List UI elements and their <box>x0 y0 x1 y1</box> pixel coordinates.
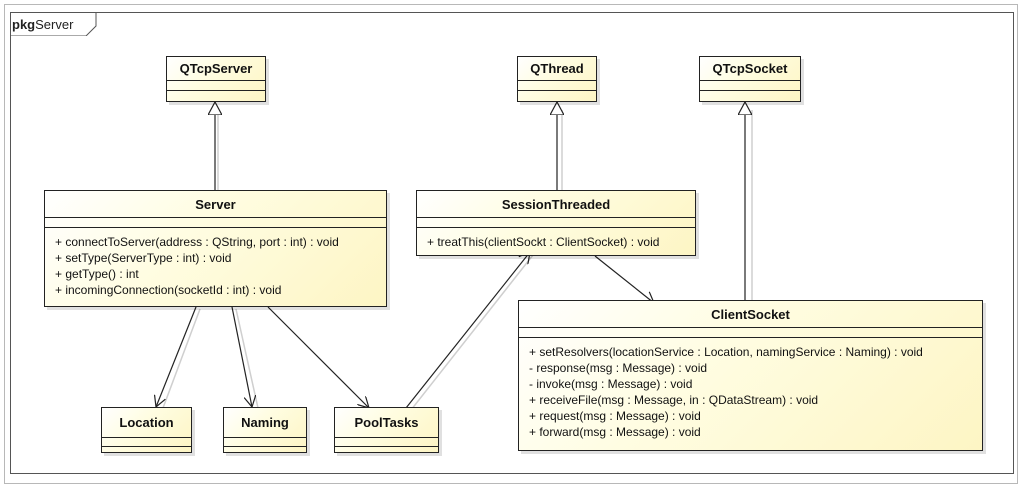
operation: + getType() : int <box>55 267 139 281</box>
operation: + connectToServer(address : QString, por… <box>55 235 339 249</box>
class-location[interactable]: Location <box>101 407 192 453</box>
attributes-compartment <box>167 81 265 91</box>
operation: + incomingConnection(socketId : int) : v… <box>55 283 282 297</box>
class-sessionthreaded[interactable]: SessionThreaded + treatThis(clientSockt … <box>416 190 696 256</box>
package-keyword: pkg <box>12 17 36 32</box>
association-pooltasks-sessionthreaded <box>405 252 530 409</box>
class-pooltasks[interactable]: PoolTasks <box>334 407 439 453</box>
operation: + setResolvers(locationService : Locatio… <box>529 345 923 359</box>
class-name: Location <box>102 408 191 438</box>
class-naming[interactable]: Naming <box>223 407 307 453</box>
class-qtcpserver[interactable]: QTcpServer <box>166 56 266 102</box>
class-name: Server <box>45 191 386 218</box>
class-qthread[interactable]: QThread <box>517 56 597 102</box>
class-name: QThread <box>518 57 596 81</box>
operation: + request(msg : Message) : void <box>529 409 701 423</box>
association-server-naming <box>231 306 252 407</box>
class-clientsocket[interactable]: ClientSocket + setResolvers(locationServ… <box>518 300 983 451</box>
package-frame <box>10 12 1014 474</box>
class-name: QTcpServer <box>167 57 265 81</box>
attributes-compartment <box>45 218 386 228</box>
package-name: Server <box>35 17 74 32</box>
package-label: pkgServer <box>12 17 73 32</box>
class-name: Naming <box>224 408 306 438</box>
operation: + forward(msg : Message) : void <box>529 425 701 439</box>
class-name: ClientSocket <box>519 301 982 328</box>
attributes-compartment <box>700 81 800 91</box>
operations-list: + setResolvers(locationService : Locatio… <box>519 338 982 444</box>
operation: - invoke(msg : Message) : void <box>529 377 693 391</box>
class-name: SessionThreaded <box>417 191 695 218</box>
association-server-location <box>156 306 197 407</box>
class-qtcpsocket[interactable]: QTcpSocket <box>699 56 801 102</box>
operation: + treatThis(clientSockt : ClientSocket) … <box>427 235 660 249</box>
outer-border <box>4 4 1018 484</box>
attributes-compartment <box>102 438 191 447</box>
association-server-pooltasks <box>267 306 369 408</box>
class-server[interactable]: Server + connectToServer(address : QStri… <box>44 190 387 307</box>
attributes-compartment <box>417 218 695 228</box>
attributes-compartment <box>224 438 306 447</box>
class-name: QTcpSocket <box>700 57 800 81</box>
operations-list: + treatThis(clientSockt : ClientSocket) … <box>417 228 695 254</box>
operation: + setType(ServerType : int) : void <box>55 251 232 265</box>
class-name: PoolTasks <box>335 408 438 438</box>
package-tab <box>10 12 97 36</box>
attributes-compartment <box>518 81 596 91</box>
operation: - response(msg : Message) : void <box>529 361 708 375</box>
attributes-compartment <box>519 328 982 338</box>
operation: + receiveFile(msg : Message, in : QDataS… <box>529 393 819 407</box>
operations-list: + connectToServer(address : QString, por… <box>45 228 386 302</box>
attributes-compartment <box>335 438 438 447</box>
association-sessionthreaded-clientsocket <box>594 255 654 303</box>
